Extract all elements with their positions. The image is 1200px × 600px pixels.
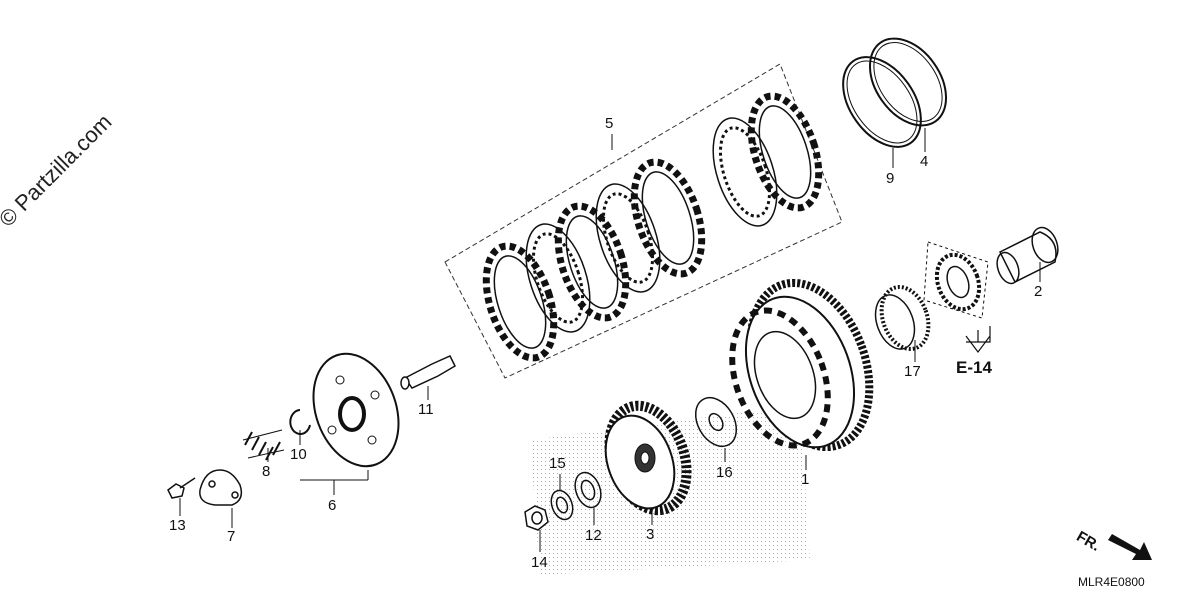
lock-nut [524, 505, 549, 531]
callout-6: 6 [328, 497, 337, 514]
friction-disc [747, 92, 823, 212]
steel-plate [595, 183, 661, 293]
callout-16: 16 [716, 464, 733, 481]
callout-9: 9 [886, 170, 895, 187]
lifter-rod [400, 355, 456, 390]
callout-8: 8 [262, 463, 271, 480]
callout-3: 3 [646, 526, 655, 543]
circlip [289, 409, 311, 435]
callout-12: 12 [585, 527, 602, 544]
callout-5: 5 [605, 115, 614, 132]
callout-1: 1 [801, 471, 810, 488]
callout-2: 2 [1034, 283, 1043, 300]
friction-disc [630, 158, 706, 278]
lock-washer [574, 471, 602, 509]
clutch-spring [242, 429, 285, 461]
reference-arrow-icon [965, 326, 991, 353]
bolt [167, 477, 196, 499]
steel-plate [712, 117, 778, 227]
front-direction-arrow-icon [1108, 534, 1152, 560]
callout-7: 7 [227, 528, 236, 545]
callout-4: 4 [920, 153, 929, 170]
judder-spring-rings [842, 37, 948, 148]
clutch-outer-housing [729, 278, 874, 452]
friction-disc [554, 202, 630, 322]
callout-13: 13 [169, 517, 186, 534]
needle-bearing [874, 285, 931, 351]
lifter-plate [199, 469, 243, 506]
thrust-washer [694, 397, 738, 447]
diagram-code: MLR4E0800 [1078, 575, 1145, 589]
clutch-center [604, 400, 692, 516]
pressure-plate [312, 352, 400, 468]
callout-15: 15 [549, 455, 566, 472]
clutch-plates [482, 92, 823, 362]
callout-17: 17 [904, 363, 921, 380]
callout-11: 11 [418, 401, 434, 418]
leader-lines [179, 128, 1041, 552]
friction-disc [482, 242, 558, 362]
plate-set-outline [444, 63, 843, 379]
callout-10: 10 [290, 446, 307, 463]
steel-plate [525, 223, 591, 333]
reference-label: E-14 [956, 358, 992, 377]
drive-sprocket [923, 241, 989, 319]
callout-14: 14 [531, 554, 548, 571]
spring-washer [550, 489, 574, 521]
collar [996, 226, 1059, 285]
